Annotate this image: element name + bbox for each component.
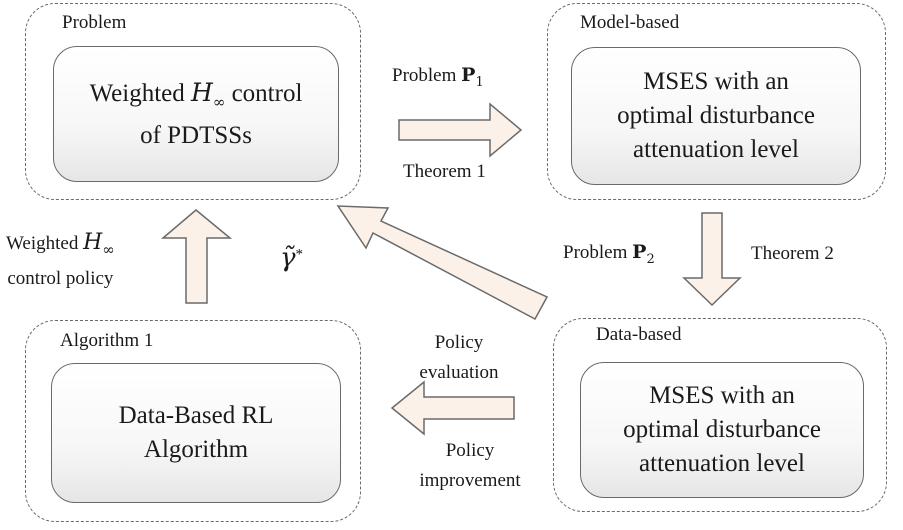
arrow-data-to-algorithm <box>390 380 515 436</box>
label-policy-eval-line-2: evaluation <box>419 362 499 383</box>
algorithm-box-line-1: Data-Based RL <box>118 402 274 429</box>
gamma-star: * <box>295 246 304 263</box>
arrow-model-to-data <box>682 212 742 307</box>
label-problem-p1-text: Problem <box>392 65 457 86</box>
p-symbol-2: P <box>632 241 647 263</box>
problem-group-label: Problem <box>62 12 127 33</box>
data-box-line-3: attenuation level <box>639 450 805 477</box>
arrow-algorithm-to-problem <box>160 209 233 304</box>
h-infinity-symbol-2: H∞ <box>83 230 115 259</box>
problem-group <box>25 3 361 200</box>
label-problem-p2: Problem P2 <box>563 241 655 267</box>
model-box-line-1: MSES with an <box>643 68 789 95</box>
arrow-data-to-problem <box>336 205 549 321</box>
arrow-problem-to-model <box>398 102 523 158</box>
label-weighted-prefix: Weighted <box>6 233 84 254</box>
data-based-box[interactable]: MSES with an optimal disturbance attenua… <box>580 362 864 498</box>
label-policy-impr-line-1: Policy <box>445 440 495 461</box>
data-box-line-1: MSES with an <box>649 382 795 409</box>
label-gamma: γ̃* <box>280 243 303 273</box>
h-infinity-symbol: H∞ <box>191 77 225 111</box>
blackboard-p-symbol: P1 <box>461 64 484 90</box>
algorithm-group <box>25 320 361 522</box>
label-weighted-control-policy: Weighted H∞ control policy <box>6 228 115 294</box>
h-symbol-2: H <box>83 230 103 255</box>
algorithm-box[interactable]: Data-Based RL Algorithm <box>51 363 341 503</box>
infinity-sub: ∞ <box>212 92 226 111</box>
problem-box[interactable]: Weighted H∞ control of PDTSSs <box>53 46 339 182</box>
data-based-group-label: Data-based <box>596 324 682 345</box>
model-based-group-label: Model-based <box>580 12 680 33</box>
p-sub-2: 2 <box>646 251 655 267</box>
p-sub-1: 1 <box>475 74 484 90</box>
label-policy-eval-line-1: Policy <box>434 332 484 353</box>
gamma-symbol: γ̃ <box>280 243 296 273</box>
data-based-group <box>553 318 887 512</box>
h-symbol: H <box>191 77 213 107</box>
algorithm-group-label: Algorithm 1 <box>60 330 154 351</box>
label-theorem-1: Theorem 1 <box>403 161 486 182</box>
algorithm-box-line-2: Algorithm <box>143 436 249 463</box>
label-policy-evaluation: Policy evaluation <box>404 328 514 388</box>
problem-box-line-1: Weighted H∞ control <box>90 76 303 119</box>
label-theorem-2: Theorem 2 <box>751 243 834 264</box>
label-weighted-line-1: Weighted H∞ <box>6 228 115 264</box>
p-symbol: P <box>461 64 476 86</box>
model-box-line-3: attenuation level <box>633 136 799 163</box>
model-based-box[interactable]: MSES with an optimal disturbance attenua… <box>571 47 861 185</box>
problem-box-line-2: of PDTSSs <box>140 121 252 149</box>
label-problem-p1: Problem P1 <box>392 64 484 90</box>
model-based-group <box>547 3 886 200</box>
data-box-line-2: optimal disturbance <box>623 416 821 443</box>
blackboard-p-symbol-2: P2 <box>632 241 655 267</box>
label-policy-improvement: Policy improvement <box>400 436 540 496</box>
label-weighted-line-2: control policy <box>7 268 114 290</box>
infinity-sub-2: ∞ <box>102 240 115 259</box>
label-policy-impr-line-2: improvement <box>419 470 521 491</box>
problem-box-suffix: control <box>225 79 303 107</box>
problem-box-prefix: Weighted <box>89 79 192 107</box>
model-box-line-2: optimal disturbance <box>617 102 815 129</box>
label-problem-p2-text: Problem <box>563 242 628 263</box>
